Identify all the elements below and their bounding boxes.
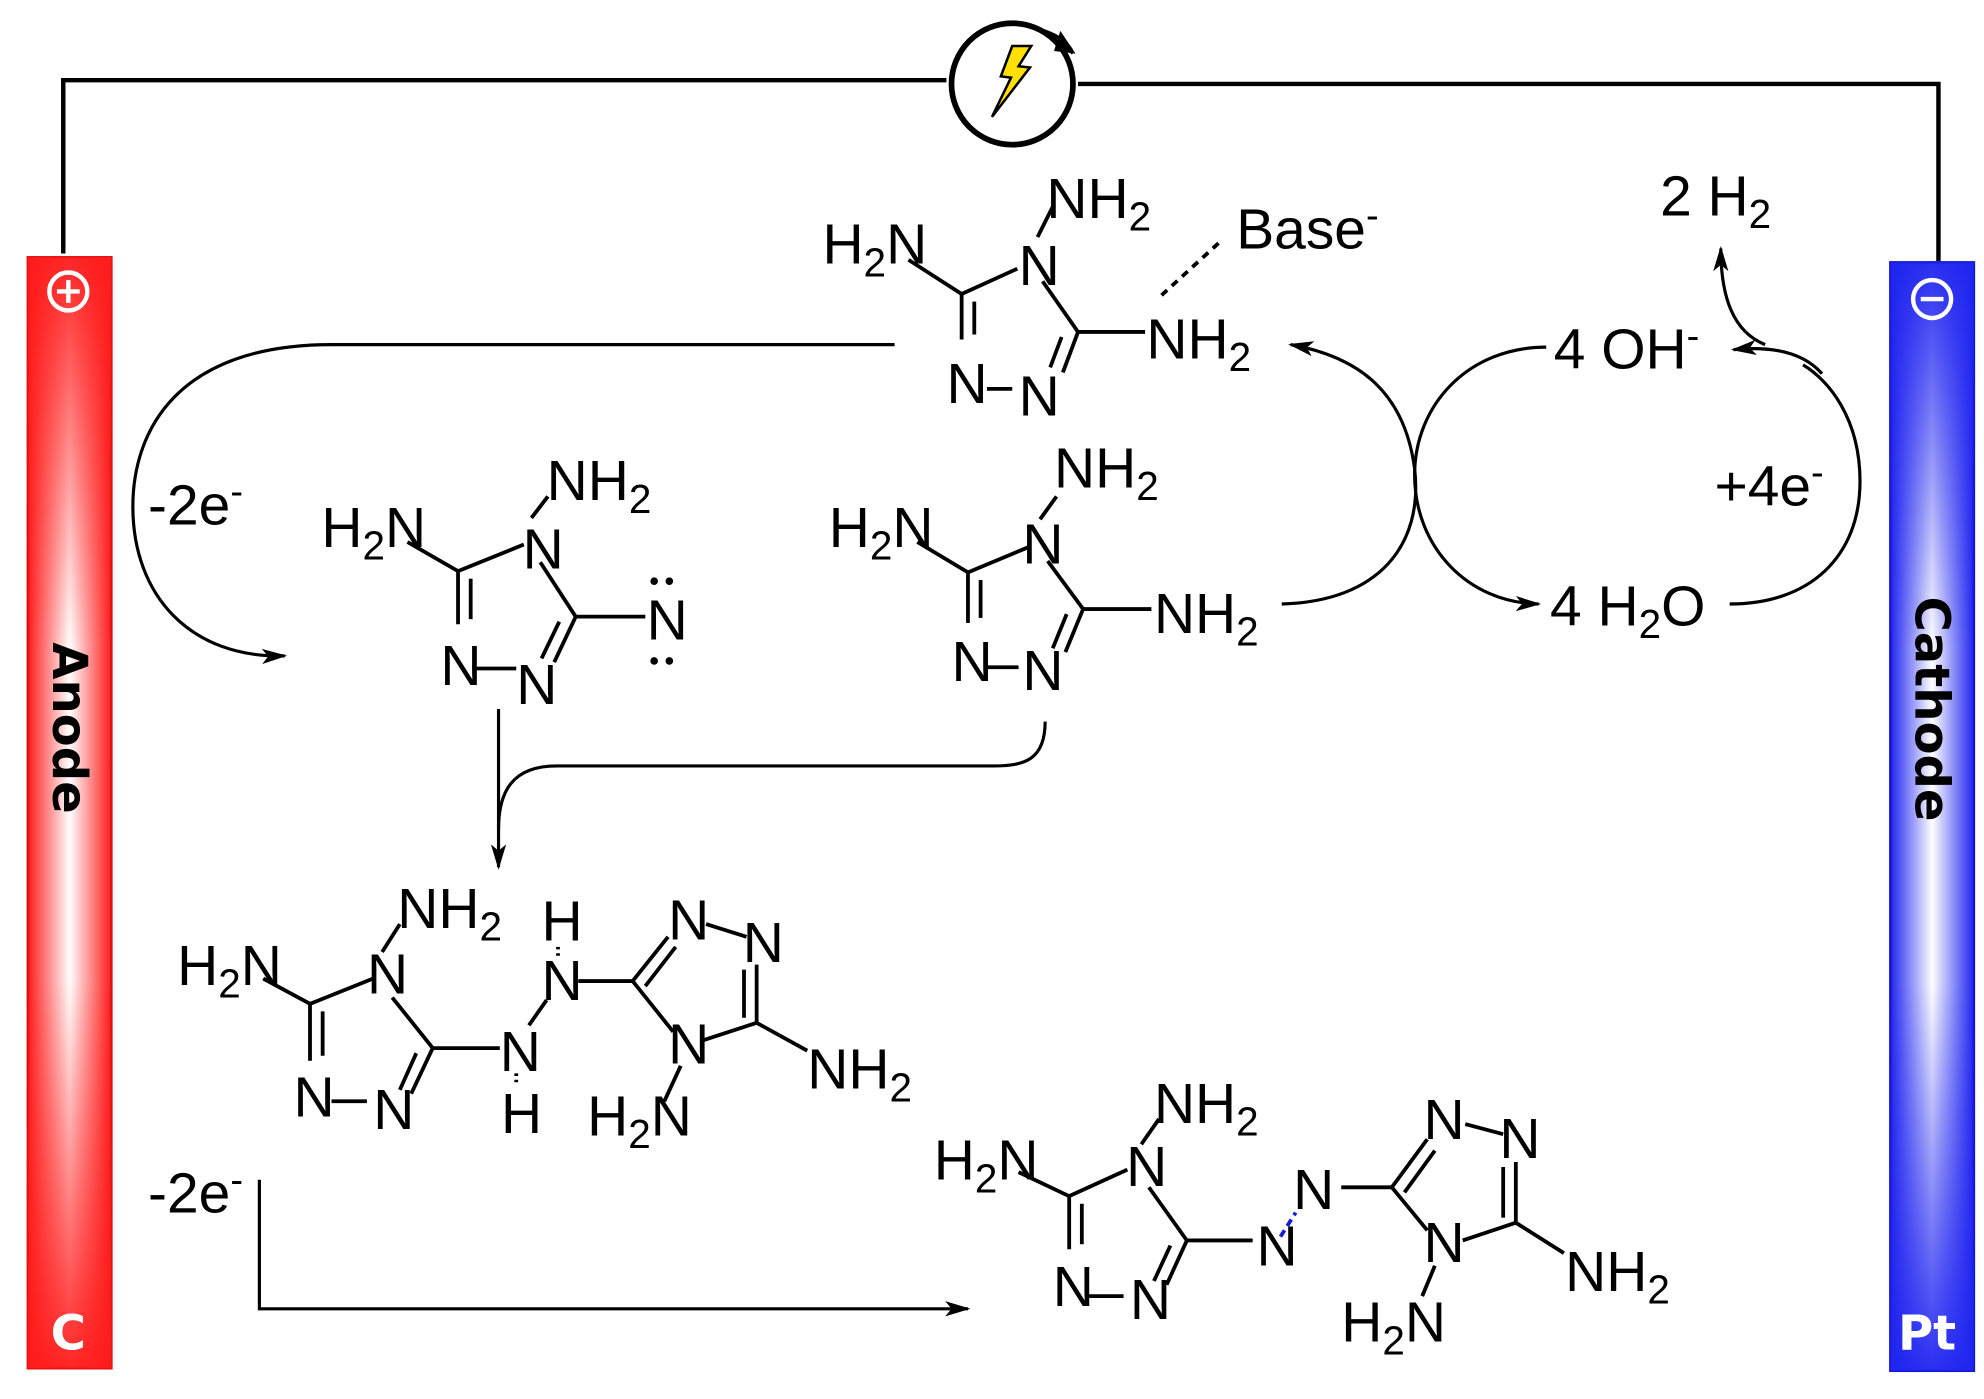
amino-group-label: NH2 — [1154, 1072, 1259, 1145]
hydroxide-label: 4 OH- — [1554, 315, 1700, 381]
amino-group-label: H2N — [934, 1129, 1039, 1202]
atom-n: N — [1130, 1268, 1171, 1332]
hydrazo-product: N N N H2N NH2 N N H H N N N NH2 H2N — [177, 877, 912, 1157]
bridge-hydrogen: H — [542, 890, 583, 954]
lone-pair-dots — [650, 577, 674, 665]
lightning-bolt-icon — [990, 44, 1034, 118]
azo-nitrogen: N — [1256, 1215, 1297, 1279]
amino-group-label: NH2 — [807, 1038, 912, 1111]
atom-n: N — [373, 1078, 414, 1142]
atom-n: N — [1126, 1135, 1167, 1199]
amino-group-label: H2N — [1341, 1291, 1446, 1364]
external-circuit — [61, 77, 1941, 262]
reaction-arrows — [131, 245, 1862, 1317]
amino-group-label: H2N — [829, 496, 934, 569]
atom-n: N — [1019, 234, 1060, 298]
atom-n: N — [946, 352, 987, 416]
base-label: Base- — [1236, 195, 1378, 261]
oxidation-label-bottom: -2e- — [148, 1159, 243, 1225]
bridge-atom-n: N — [542, 949, 583, 1013]
reduction-label: +4e- — [1714, 452, 1823, 518]
nitrene-atom: N — [647, 588, 688, 652]
water-label: 4 H2O — [1550, 575, 1705, 648]
atom-n: N — [523, 518, 564, 582]
amino-group-label: NH2 — [547, 449, 652, 522]
atom-n: N — [668, 1012, 709, 1076]
atom-n: N — [1499, 1107, 1540, 1171]
oxidation-label-top: -2e- — [148, 471, 243, 537]
reaction-labels: -2e- -2e- +4e- 4 OH- 4 H2O 2 H2 — [148, 165, 1824, 1226]
cathode-electrode: Cathode Pt — [1889, 261, 1976, 1373]
cathode-label: Cathode — [1904, 597, 1960, 822]
amino-group-label: NH2 — [1154, 582, 1259, 655]
atom-n: N — [1423, 1088, 1464, 1152]
azo-nitrogen: N — [1293, 1158, 1334, 1222]
anode-label: Anode — [41, 642, 97, 814]
atom-n: N — [516, 653, 557, 717]
amino-group-label: H2N — [177, 934, 282, 1007]
atom-n: N — [1022, 513, 1063, 577]
cathode-material: Pt — [1898, 1305, 1956, 1361]
atom-n: N — [294, 1065, 335, 1129]
power-source — [948, 20, 1076, 148]
atom-n: N — [1022, 639, 1063, 703]
amino-group-label: NH2 — [1054, 437, 1159, 510]
bridge-hydrogen: H — [501, 1082, 542, 1146]
amino-group-label: H2N — [822, 213, 927, 286]
atom-n: N — [952, 630, 993, 694]
atom-n: N — [440, 634, 481, 698]
amino-group-label: H2N — [321, 496, 426, 569]
plus-sign-icon — [47, 270, 90, 313]
atom-n: N — [1423, 1211, 1464, 1275]
atom-n: N — [367, 943, 408, 1007]
anode-material: C — [51, 1305, 86, 1361]
amino-group-label: NH2 — [397, 877, 502, 950]
amino-group-label: NH2 — [1146, 308, 1251, 381]
hydrogen-label: 2 H2 — [1660, 165, 1771, 238]
amino-group-label: NH2 — [1046, 167, 1151, 240]
amino-group-label: NH2 — [1565, 1240, 1670, 1313]
atom-n: N — [1019, 364, 1060, 428]
nitrene-intermediate: N N N H2N NH2 N — [321, 449, 687, 717]
bridge-atom-n: N — [500, 1020, 541, 1084]
atom-n: N — [668, 888, 709, 952]
atom-n: N — [1053, 1255, 1094, 1319]
minus-sign-icon — [1910, 277, 1954, 321]
atom-n: N — [743, 911, 784, 975]
anode-electrode: Anode C — [26, 256, 113, 1370]
reactant-molecule-middle: N N N H2N NH2 NH2 — [829, 437, 1259, 703]
azo-product: N N N H2N NH2 N N N N N NH2 H2N — [934, 1072, 1670, 1364]
reactant-molecule-top: N N N H2N NH2 NH2 Base- — [822, 167, 1378, 428]
azo-double-bond — [1278, 1211, 1298, 1238]
amino-group-label: H2N — [587, 1084, 692, 1157]
